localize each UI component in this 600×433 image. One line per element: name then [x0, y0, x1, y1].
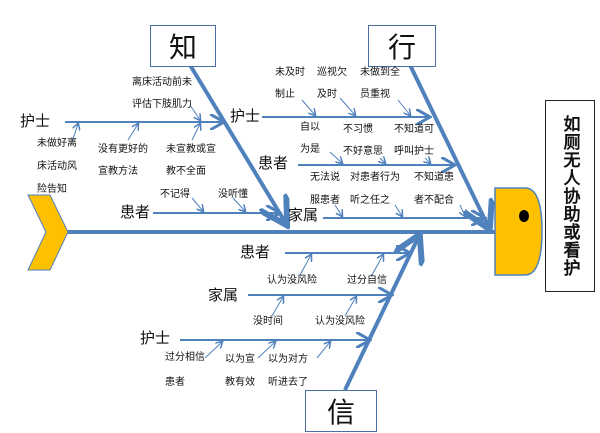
fish-eye — [519, 210, 529, 222]
cause: 没听懂 — [218, 189, 248, 200]
cause: 险告知 — [37, 184, 67, 195]
cause: 不记得 — [160, 189, 190, 200]
xing-patient-label: 患者 — [258, 154, 289, 172]
cause: 过分自信 — [347, 275, 387, 286]
cause: 听之任之 — [350, 195, 390, 206]
cause: 巡视欠 — [317, 67, 347, 78]
cause: 对患者行为 — [350, 172, 400, 183]
cause: 未做好离 — [37, 138, 77, 149]
problem-box: 如厕无人协助或看护 — [545, 100, 595, 292]
cause: 未及时 — [275, 67, 305, 78]
cause: 制止 — [275, 89, 295, 100]
cause: 没时间 — [253, 316, 283, 327]
cause: 床活动风 — [37, 161, 77, 172]
cause: 宣教方法 — [98, 166, 138, 177]
cause: 以为对方 — [268, 354, 308, 365]
cause: 认为没风险 — [267, 275, 317, 286]
cause: 者不配合 — [414, 195, 454, 206]
cause: 以为宣 — [225, 354, 255, 365]
xing-nurse-label: 护士 — [230, 107, 261, 125]
fish-tail — [27, 194, 69, 271]
cause: 未做到全 — [360, 67, 400, 78]
cause: 教有效 — [225, 377, 255, 388]
xin-patient-label: 患者 — [240, 243, 271, 261]
cause: 未宣教或宣 — [166, 144, 216, 155]
category-box-zhi: 知 — [150, 25, 216, 67]
cause: 患者 — [165, 377, 185, 388]
cause: 认为没风险 — [315, 316, 365, 327]
cause: 自以 — [300, 122, 320, 133]
cause: 不习惯 — [343, 124, 373, 135]
cause: 不知道患 — [414, 172, 454, 183]
cause: 教不全面 — [166, 166, 206, 177]
cause: 评估下肢肌力 — [132, 99, 192, 110]
cause: 不好意思 — [343, 146, 383, 157]
cause: 及时 — [317, 89, 337, 100]
zhi-patient-label: 患者 — [120, 203, 151, 221]
cause: 过分相信 — [165, 352, 205, 363]
cause: 听进去了 — [268, 377, 308, 388]
cause: 为是 — [300, 144, 320, 155]
cause: 不知道可 — [394, 124, 434, 135]
bone-xing — [408, 64, 488, 226]
cause: 呼叫护士 — [394, 146, 434, 157]
category-box-xing: 行 — [368, 25, 436, 67]
category-box-xin: 信 — [305, 390, 377, 432]
bone-xin — [343, 238, 418, 391]
cause: 员重视 — [360, 89, 390, 100]
xing-family-label: 家属 — [288, 206, 319, 224]
fish-head — [494, 187, 543, 276]
xin-nurse-label: 护士 — [140, 329, 171, 347]
xin-family-label: 家属 — [208, 286, 239, 304]
cause: 服患者 — [310, 195, 340, 206]
cause: 离床活动前未 — [132, 77, 192, 88]
cause: 没有更好的 — [98, 144, 148, 155]
zhi-nurse-label: 护士 — [20, 112, 51, 130]
cause: 无法说 — [310, 172, 340, 183]
bone-zhi — [188, 63, 285, 222]
